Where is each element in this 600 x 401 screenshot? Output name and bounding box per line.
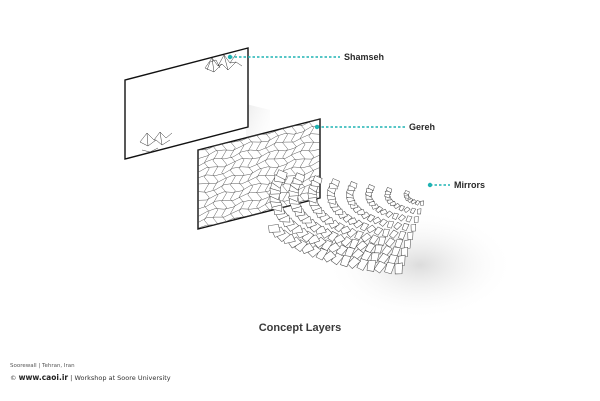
- mirror-tile: [319, 212, 331, 223]
- mirror-tile: [366, 224, 377, 234]
- mirror-tile: [353, 219, 364, 229]
- shamseh-panel: [124, 47, 249, 160]
- mirror-tile: [384, 262, 396, 275]
- mirror-tile: [331, 204, 342, 213]
- mirror-tile: [334, 222, 345, 233]
- mirror-tile: [394, 262, 403, 275]
- mirror-tile: [346, 227, 358, 238]
- mirror-tile: [268, 224, 281, 233]
- mirror-tile: [394, 238, 404, 249]
- mirror-tile: [297, 211, 310, 222]
- mirror-tile: [340, 254, 352, 268]
- mirror-tile: [354, 230, 364, 241]
- mirror-tile: [301, 230, 315, 243]
- mirror-tile: [393, 221, 403, 230]
- mirror-tile: [382, 228, 390, 238]
- shamseh-dot: [227, 54, 233, 60]
- credits-separator: |: [70, 374, 73, 382]
- mirror-tile: [405, 215, 413, 223]
- mirror-tile: [321, 239, 334, 252]
- mirror-tile: [386, 220, 395, 229]
- mirror-tile: [386, 198, 394, 205]
- mirror-tile: [312, 175, 323, 185]
- shamseh-top-pattern: [204, 53, 243, 73]
- mirror-tile: [359, 222, 370, 232]
- workshop-text: Workshop at Soore University: [74, 374, 171, 382]
- credits-line: © www.caoi.ir | Workshop at Soore Univer…: [10, 373, 171, 382]
- mirror-tile: [381, 245, 393, 257]
- mirror-tile: [309, 221, 322, 233]
- gereh-label: Gereh: [409, 122, 435, 132]
- mirror-tile: [360, 250, 373, 262]
- mirror-tile: [407, 197, 414, 204]
- mirror-tile: [378, 236, 387, 246]
- mirror-tile: [330, 252, 345, 266]
- mirror-tile: [315, 247, 329, 261]
- gereh-pattern: [197, 118, 321, 229]
- mirror-tile: [373, 226, 384, 236]
- gereh-dot: [314, 124, 320, 130]
- mirror-tile: [385, 237, 396, 248]
- gereh-lines: [197, 118, 321, 229]
- diagram-caption: Concept Layers: [258, 322, 342, 334]
- mirror-tile: [414, 200, 421, 206]
- mirror-tile: [398, 204, 405, 212]
- mirror-tile: [364, 242, 376, 254]
- mirror-tile: [385, 186, 393, 194]
- mirror-tile: [420, 200, 424, 206]
- website-link[interactable]: www.caoi.ir: [18, 373, 69, 382]
- mirror-tile: [352, 205, 362, 214]
- mirror-tile: [379, 208, 388, 216]
- mirror-tile: [375, 205, 384, 214]
- mirror-tile: [340, 236, 353, 248]
- mirror-tile: [393, 202, 401, 210]
- mirror-tile: [294, 239, 308, 253]
- mirror-tile: [379, 218, 388, 227]
- mirror-tile: [369, 234, 380, 245]
- shamseh-label: Shamseh: [344, 52, 384, 62]
- callouts: [227, 54, 450, 188]
- mirror-tile: [320, 228, 333, 239]
- mirror-tile: [385, 210, 394, 218]
- credits-location: Soorewall | Tehran, Iran: [10, 363, 75, 369]
- mirror-tile: [391, 212, 399, 220]
- mirror-tile: [307, 245, 322, 258]
- mirror-tile: [407, 231, 414, 240]
- mirror-tile: [372, 216, 382, 225]
- mirrors-dot: [427, 182, 433, 188]
- mirror-tile: [366, 260, 377, 272]
- mirror-tile: [327, 231, 339, 242]
- mirror-tile: [417, 208, 422, 215]
- mirror-tile: [413, 216, 419, 223]
- mirror-tile: [366, 214, 376, 223]
- mirror-tile: [401, 223, 410, 232]
- shamseh-bottom-pattern: [139, 131, 173, 153]
- mirror-tile: [361, 211, 371, 220]
- mirror-tile: [342, 213, 353, 223]
- mirror-tile: [330, 178, 340, 187]
- mirror-tile: [398, 214, 406, 222]
- mirror-tile: [313, 236, 327, 249]
- mirror-tile: [349, 238, 360, 250]
- mirror-tile: [403, 206, 411, 213]
- mirror-tile: [367, 184, 375, 191]
- mirror-tile: [349, 181, 358, 189]
- mirror-tile: [398, 230, 407, 240]
- mirror-tile: [409, 207, 417, 214]
- mirror-tiles: [268, 169, 424, 275]
- mirror-tile: [389, 229, 399, 239]
- mirror-tile: [410, 223, 417, 232]
- mirror-tile: [294, 172, 306, 183]
- mirror-tile: [404, 190, 410, 196]
- mirror-tile: [360, 232, 372, 243]
- mirror-tile: [276, 169, 288, 181]
- mirrors-label: Mirrors: [454, 180, 485, 190]
- mirror-tile: [335, 244, 349, 257]
- copyright-symbol: ©: [10, 374, 17, 382]
